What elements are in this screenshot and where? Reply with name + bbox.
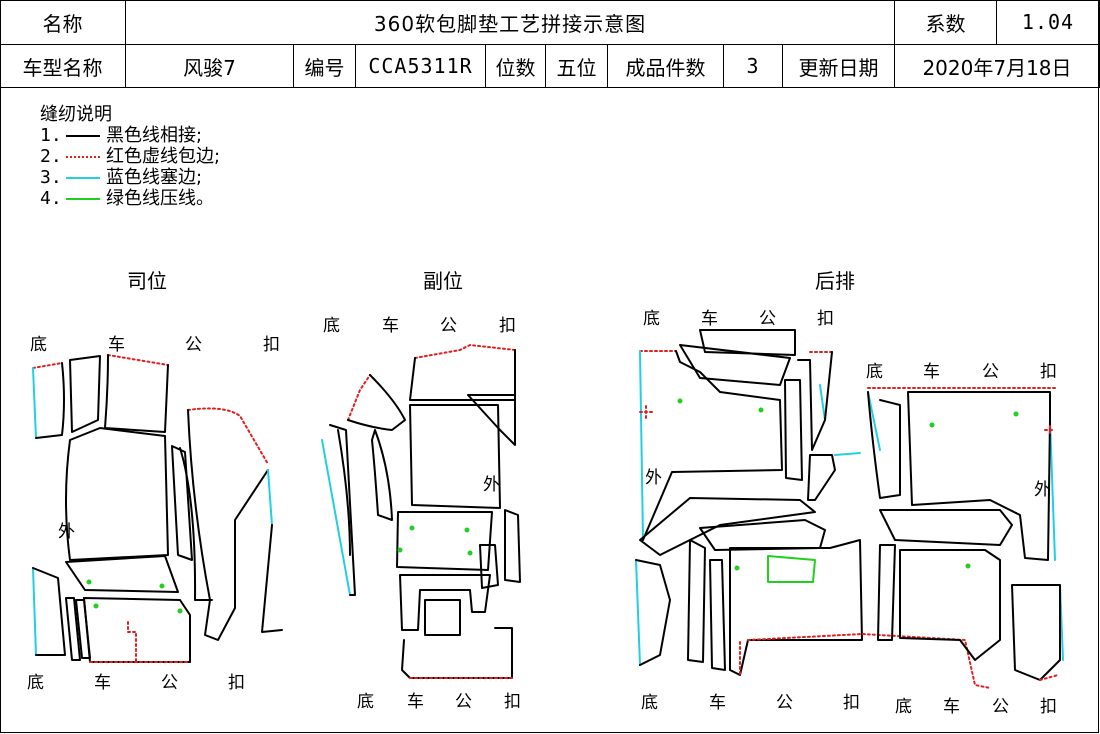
passenger-outer-label: 外 bbox=[483, 475, 500, 495]
driver-bottom-label-1: 底 bbox=[27, 673, 44, 693]
red-dotted-line-swatch bbox=[66, 155, 100, 158]
legend-num: 2. bbox=[40, 146, 62, 167]
code-value: CCA5311R bbox=[356, 45, 486, 88]
passenger-bottom-label-3: 公 bbox=[455, 692, 472, 712]
page-title: 360软包脚垫工艺拼接示意图 bbox=[126, 0, 895, 45]
position-label: 位数 bbox=[486, 45, 546, 88]
rear-bottom-left-label-4: 扣 bbox=[843, 693, 860, 713]
legend-item-blue: 3. 蓝色线塞边; bbox=[40, 167, 220, 188]
rear-top-right-label-1: 底 bbox=[866, 362, 883, 382]
rear-outer-left-label: 外 bbox=[645, 468, 662, 488]
passenger-bottom-label-2: 车 bbox=[407, 692, 424, 712]
driver-bottom-label-4: 扣 bbox=[228, 673, 245, 693]
legend-text: 蓝色线塞边; bbox=[106, 167, 203, 188]
rear-bottom-right-label-1: 底 bbox=[895, 697, 912, 717]
rear-bottom-left-label-2: 车 bbox=[709, 693, 726, 713]
legend-item-green: 4. 绿色线压线。 bbox=[40, 188, 220, 209]
legend-item-black: 1. 黑色线相接; bbox=[40, 125, 220, 146]
legend-num: 3. bbox=[40, 167, 62, 188]
passenger-bottom-label-4: 扣 bbox=[504, 692, 521, 712]
rear-top-left-label-1: 底 bbox=[643, 309, 660, 329]
passenger-top-label-1: 底 bbox=[323, 316, 340, 336]
driver-top-label-4: 扣 bbox=[263, 335, 280, 355]
legend-title: 缝纫说明 bbox=[40, 104, 112, 125]
passenger-top-label-2: 车 bbox=[382, 316, 399, 336]
passenger-bottom-label-1: 底 bbox=[357, 692, 374, 712]
date-label: 更新日期 bbox=[783, 45, 895, 88]
name-label: 名称 bbox=[0, 0, 126, 45]
legend-item-red: 2. 红色虚线包边; bbox=[40, 146, 220, 167]
driver-top-label-1: 底 bbox=[30, 335, 47, 355]
rear-top-right-label-4: 扣 bbox=[1040, 362, 1057, 382]
sewing-legend: 缝纫说明 1. 黑色线相接; 2. 红色虚线包边; 3. 蓝色线塞边; 4. 绿… bbox=[40, 104, 220, 209]
blue-line-swatch bbox=[66, 176, 100, 179]
driver-top-label-3: 公 bbox=[185, 335, 202, 355]
pieces-value: 3 bbox=[724, 45, 783, 88]
rear-bottom-right-label-4: 扣 bbox=[1040, 697, 1057, 717]
legend-text: 黑色线相接; bbox=[106, 125, 203, 146]
passenger-top-label-3: 公 bbox=[440, 316, 457, 336]
rear-bottom-left-label-1: 底 bbox=[641, 693, 658, 713]
rear-bottom-left-label-3: 公 bbox=[776, 693, 793, 713]
black-line-swatch bbox=[66, 134, 100, 137]
rear-top-left-label-3: 公 bbox=[759, 309, 776, 329]
passenger-title: 副位 bbox=[423, 269, 463, 293]
model-value: 风骏7 bbox=[126, 45, 294, 88]
rear-top-left-label-4: 扣 bbox=[817, 309, 834, 329]
rear-pieces bbox=[635, 329, 1064, 689]
pieces-label: 成品件数 bbox=[608, 45, 724, 88]
rear-top-left-label-2: 车 bbox=[701, 309, 718, 329]
driver-top-label-2: 车 bbox=[108, 335, 125, 355]
driver-title: 司位 bbox=[127, 269, 167, 293]
driver-pieces bbox=[32, 354, 283, 663]
model-label: 车型名称 bbox=[0, 45, 126, 88]
green-line-swatch bbox=[66, 197, 100, 200]
driver-bottom-label-2: 车 bbox=[94, 673, 111, 693]
rear-top-right-label-2: 车 bbox=[923, 362, 940, 382]
coef-label: 系数 bbox=[895, 0, 997, 45]
passenger-top-label-4: 扣 bbox=[499, 316, 516, 336]
rear-outer-right-label: 外 bbox=[1034, 480, 1051, 500]
rear-top-right-label-3: 公 bbox=[982, 362, 999, 382]
date-value: 2020年7月18日 bbox=[895, 45, 1100, 88]
driver-bottom-label-3: 公 bbox=[161, 673, 178, 693]
legend-num: 1. bbox=[40, 125, 62, 146]
legend-text: 红色虚线包边; bbox=[106, 146, 221, 167]
rear-bottom-right-label-2: 车 bbox=[943, 697, 960, 717]
passenger-pieces bbox=[321, 344, 521, 679]
legend-num: 4. bbox=[40, 188, 62, 209]
legend-text: 绿色线压线。 bbox=[106, 188, 214, 209]
rear-bottom-right-label-3: 公 bbox=[992, 697, 1009, 717]
code-label: 编号 bbox=[294, 45, 356, 88]
position-value: 五位 bbox=[546, 45, 608, 88]
rear-title: 后排 bbox=[815, 269, 855, 293]
header-table: 名称 360软包脚垫工艺拼接示意图 系数 1.04 车型名称 风骏7 编号 CC… bbox=[0, 0, 1100, 88]
